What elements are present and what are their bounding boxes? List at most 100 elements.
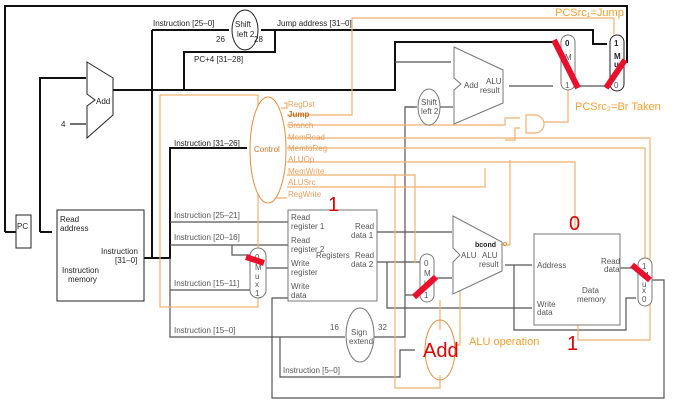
label-instr-5-0: Instruction [5–0] (283, 366, 340, 375)
signal-memread: MemRead (288, 133, 325, 142)
memtoreg-mux-0: 0 (642, 295, 647, 304)
alusrc-mux-0: 0 (424, 259, 429, 268)
regdst-mux-0: 0 (255, 253, 260, 262)
label-instr-25-21: Instruction [25–21] (174, 211, 240, 220)
alu-operation-label: ALU operation (469, 336, 539, 348)
signal-branch: Branch (288, 121, 313, 130)
label-instr-20-16: Instruction [20–16] (174, 233, 240, 242)
label-jump-address: Jump address [31–0] (277, 19, 352, 28)
shift-branch-2: left 2 (421, 107, 439, 116)
alu-result-1: ALU (482, 251, 498, 260)
regdst-mux: 0 M u x 1 (249, 247, 267, 299)
reg-wdata-a: Write (291, 282, 310, 291)
pcsrc1-annotation: PCSrc₁=Jump (555, 7, 624, 19)
branch-mux-1: 1 (565, 81, 570, 90)
regdst-mux-m: M (255, 263, 262, 272)
alu-control-value: Add (423, 340, 459, 362)
label-pc4: PC+4 [31–28] (194, 55, 243, 64)
branch-adder: Add ALU result (453, 46, 504, 125)
signal-regwrite: RegWrite (288, 190, 322, 199)
branch-adder-label: Add (464, 81, 478, 90)
alusrc-mux-1: 1 (424, 291, 429, 300)
regdst-mux-1: 1 (255, 289, 260, 298)
register-file: Read register 1 Read register 2 Write re… (287, 209, 378, 302)
sign-in-bits: 16 (330, 323, 339, 332)
reg-read2-a: Read (291, 236, 310, 245)
alu-bcond: bcond (475, 242, 496, 249)
pcsrc2-annotation: PCSrc₂=Br Taken (575, 101, 661, 113)
signal-alusrc: ALUSrc (288, 178, 316, 187)
memtoreg-mux-u: u (642, 280, 646, 289)
dmem-read-data-2: data (604, 265, 620, 274)
branch-and-gate (525, 114, 545, 134)
shift-jump-2: left 2 (237, 30, 255, 39)
regdst-mux-x: x (255, 280, 259, 289)
imem-instruction-1: Instruction (101, 247, 138, 256)
control-wires (159, 17, 651, 389)
signal-regdst: RegDst (288, 100, 315, 109)
reg-read2-b: register 2 (291, 245, 325, 254)
registers-label: Registers (316, 251, 350, 260)
jump-mux-u: u (614, 60, 619, 69)
memwrite-value: 1 (567, 333, 578, 355)
signal-aluop: ALUOp (288, 155, 315, 164)
shift-branch-1: Shift (421, 98, 438, 107)
alu: ALU bcond ALU result (452, 215, 508, 295)
jump-mux-0: 0 (614, 81, 619, 90)
dmem-name-2: memory (577, 295, 606, 304)
dmem-write-data-1: Write (537, 300, 556, 309)
sign-extend-2: extend (349, 337, 373, 346)
regdst-mux-u: u (255, 272, 259, 281)
label-instr-25-0: Instruction [25–0] (153, 19, 214, 28)
memread-value: 0 (569, 213, 580, 235)
data-wires (169, 61, 665, 399)
label-instr-15-0: Instruction [15–0] (174, 326, 235, 335)
branch-adder-result-1: ALU (486, 77, 502, 86)
imem-instruction-2: [31–0] (115, 256, 137, 265)
pc-label: PC (17, 222, 28, 231)
selected-path-marks (245, 38, 652, 300)
pc-register: PC (15, 214, 32, 249)
sign-extend-1: Sign (351, 328, 367, 337)
imem-name-1: Instruction (62, 266, 99, 275)
imem-read-address-2: address (60, 224, 88, 233)
signal-memwrite: MemWrite (288, 167, 325, 176)
sign-out-bits: 32 (378, 323, 387, 332)
shift-left-jump: Shift left 2 (231, 9, 259, 51)
imem-read-address-1: Read (60, 215, 79, 224)
reg-rdata1-b: data 1 (351, 231, 374, 240)
reg-rdata2-b: data 2 (351, 260, 374, 269)
regwrite-value: 1 (328, 194, 339, 216)
memtoreg-mux-mark (630, 262, 652, 283)
reg-rdata1-a: Read (355, 222, 374, 231)
pc-adder: Add (86, 61, 114, 140)
label-instr-15-11: Instruction [15–11] (174, 279, 239, 288)
memtoreg-mux: 1 M u x 0 (637, 257, 653, 307)
control-signal-labels: RegDst Jump Branch MemRead MemtoReg ALUO… (288, 100, 327, 199)
dmem-name-1: Data (582, 286, 599, 295)
pc-adder-label: Add (96, 97, 110, 106)
reg-read1-b: register 1 (291, 222, 325, 231)
reg-write-b: register (291, 268, 318, 277)
imem-name-2: memory (68, 275, 97, 284)
shift-jump-1: Shift (235, 20, 252, 29)
alu-label: ALU (461, 251, 477, 260)
reg-write-a: Write (291, 259, 310, 268)
instruction-memory: Read address Instruction [31–0] Instruct… (56, 209, 145, 302)
dmem-address: Address (537, 261, 566, 270)
constant-four: 4 (61, 120, 66, 129)
label-bits-28: 28 (254, 35, 263, 44)
signal-jump: Jump (288, 110, 309, 119)
shift-left-branch: Shift left 2 (417, 88, 441, 126)
branch-adder-result-2: result (480, 86, 500, 95)
jump-mux-m: M (614, 52, 621, 61)
reg-read1-a: Read (291, 213, 310, 222)
label-bits-26: 26 (216, 35, 225, 44)
reg-rdata2-a: Read (355, 251, 374, 260)
control-label: Control (254, 145, 280, 154)
jump-mux-mark (603, 58, 628, 90)
regdst-mux-mark (245, 254, 265, 266)
alu-control (424, 319, 456, 381)
branch-mux-m: M (565, 53, 572, 62)
